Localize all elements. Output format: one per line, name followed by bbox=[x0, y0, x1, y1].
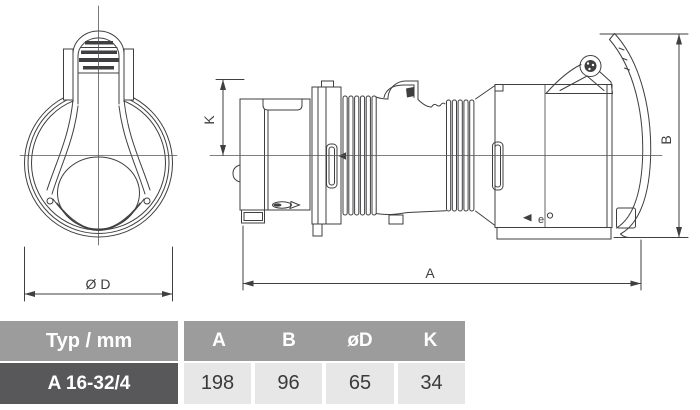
col-header-k: K bbox=[423, 330, 438, 351]
table-row-type: A 16-32/4 bbox=[0, 363, 178, 404]
col-header-b: B bbox=[282, 330, 296, 351]
dim-label-k: K bbox=[201, 115, 217, 125]
dimension-b: B bbox=[599, 33, 689, 238]
table-header-type: Typ / mm bbox=[0, 321, 178, 361]
arrow-down-icon bbox=[676, 227, 682, 238]
svg-text:e: e bbox=[538, 214, 544, 226]
table-cell-d: 65 bbox=[326, 363, 394, 404]
dimension-a: A bbox=[242, 225, 642, 291]
arrow-up-icon bbox=[676, 34, 682, 45]
dimension-d: Ø D bbox=[24, 246, 173, 302]
table-header-values: A B øD K bbox=[184, 321, 465, 361]
arrow-down-icon bbox=[220, 145, 226, 156]
arrow-right-icon bbox=[630, 280, 641, 287]
certification-mark: e bbox=[523, 212, 554, 226]
front-view bbox=[19, 5, 178, 246]
table-cell-k: 34 bbox=[398, 363, 465, 404]
table-cell-b: 96 bbox=[255, 363, 322, 404]
lid-hinge bbox=[545, 55, 613, 94]
table-cell-a: 198 bbox=[184, 363, 251, 404]
dim-label-d: Ø D bbox=[86, 276, 111, 292]
lid-cover bbox=[609, 33, 652, 238]
dim-label-a: A bbox=[425, 265, 435, 281]
dimension-k: K bbox=[201, 79, 245, 156]
spec-table: Typ / mm A B øD K A 16-32/4 198 96 65 34 bbox=[0, 321, 465, 404]
col-header-a: A bbox=[212, 330, 226, 351]
arrow-right-icon bbox=[162, 291, 173, 297]
dim-label-b: B bbox=[658, 135, 674, 144]
col-header-d: øD bbox=[347, 330, 373, 351]
arrow-left-icon bbox=[24, 291, 35, 297]
side-view: e bbox=[209, 33, 663, 240]
arrow-up-icon bbox=[220, 79, 226, 90]
arrow-left-icon bbox=[243, 280, 254, 287]
technical-drawing: Ø D bbox=[19, 5, 689, 302]
